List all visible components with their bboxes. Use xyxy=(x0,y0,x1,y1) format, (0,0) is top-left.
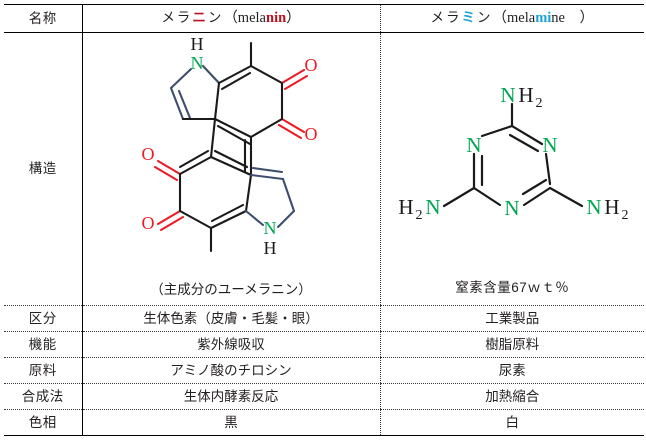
oxygen-label-mid-left: O xyxy=(142,144,155,164)
table-row: 合成法 生体内酵素反応 加熱縮合 xyxy=(4,383,644,410)
melanin-jp-pre: メラ xyxy=(161,10,193,26)
structure-cell-melanin: N H N H O O O O （ xyxy=(81,32,380,306)
hydrogen-label-top: H xyxy=(191,34,204,54)
amine-nitrogen-right: N xyxy=(587,195,602,219)
amine-hydrogen-right: H xyxy=(605,195,620,219)
eumelanin-structure-diagram: N H N H O O O O xyxy=(83,33,380,283)
ring-nitrogen-bottom: N xyxy=(505,196,520,220)
cell-melanin-synthesis: 生体内酵素反応 xyxy=(81,383,380,410)
ring-nitrogen-right: N xyxy=(543,133,558,157)
structure-cell-melamine: N N N N H 2 N H xyxy=(379,32,645,306)
amine-nitrogen-left: N xyxy=(426,195,441,219)
melamine-svg: N N N N H 2 N H xyxy=(399,88,629,223)
cell-melanin-color: 黒 xyxy=(81,409,380,436)
table-row: 色相 黒 白 xyxy=(4,409,644,436)
melamine-en-post: ne ） xyxy=(551,10,594,27)
cell-melanin-function: 紫外線吸収 xyxy=(81,331,380,358)
melanin-en-emphasis: nin xyxy=(266,10,287,27)
cell-melamine-function: 樹脂原料 xyxy=(379,331,644,358)
amine-hydrogen-top: H xyxy=(519,88,534,107)
amine-nitrogen-top: N xyxy=(501,88,516,107)
melanin-melamine-comparison-table: 名称 メラニン（melanin） メラミン（melamine ） 構造 xyxy=(4,4,644,436)
melanin-en-post: ） xyxy=(286,10,301,27)
row-label-color: 色相 xyxy=(4,409,82,436)
melamine-jp-emphasis: ミ xyxy=(461,10,477,26)
melamine-en-emphasis: mi xyxy=(535,10,552,27)
melanin-en-pre: （mela xyxy=(223,10,266,27)
row-label-function: 機能 xyxy=(4,331,82,358)
table-row: 区分 生体色素（皮膚・毛髪・眼） 工業製品 xyxy=(4,305,644,332)
melamine-jp-post: ン xyxy=(477,10,493,26)
cell-melamine-category: 工業製品 xyxy=(379,305,644,332)
table-row: 原料 アミノ酸のチロシン 尿素 xyxy=(4,357,644,384)
nitrogen-label-top: N xyxy=(191,53,204,73)
cell-melamine-material: 尿素 xyxy=(379,357,644,384)
structure-row: 構造 xyxy=(4,32,645,306)
row-label-synthesis: 合成法 xyxy=(4,383,82,410)
row-label-structure: 構造 xyxy=(4,32,82,306)
nitrogen-label-bottom: N xyxy=(264,218,277,238)
melamine-en-pre: （mela xyxy=(492,10,536,27)
amine-subscript-right: 2 xyxy=(622,208,629,223)
table-row: 機能 紫外線吸収 樹脂原料 xyxy=(4,331,644,358)
amine-hydrogen-left: H xyxy=(399,195,414,219)
eumelanin-svg: N H N H O O O O xyxy=(142,34,318,258)
cell-melanin-category: 生体色素（皮膚・毛髪・眼） xyxy=(81,305,380,332)
melamine-structure-caption: 窒素含量67ｗｔ％ xyxy=(455,280,570,296)
row-label-category: 区分 xyxy=(4,305,82,332)
melamine-structure-diagram: N N N N H 2 N H xyxy=(381,88,645,260)
oxygen-label-top-right: O xyxy=(305,55,318,75)
amine-subscript-top: 2 xyxy=(536,96,543,111)
melanin-jp-emphasis: ニ xyxy=(192,10,208,26)
row-label-material: 原料 xyxy=(4,357,82,384)
header-cell-name: 名称 xyxy=(4,4,82,33)
oxygen-label-mid-right: O xyxy=(305,124,318,144)
header-cell-melanin: メラニン（melanin） xyxy=(81,4,380,33)
table-header-row: 名称 メラニン（melanin） メラミン（melamine ） xyxy=(4,4,644,33)
cell-melamine-synthesis: 加熱縮合 xyxy=(379,383,644,410)
melamine-jp-pre: メラ xyxy=(430,10,462,26)
comparison-sheet: 名称 メラニン（melanin） メラミン（melamine ） 構造 xyxy=(0,4,646,443)
hydrogen-label-bottom: H xyxy=(264,238,277,258)
melanin-structure-caption: （主成分のユーメラニン） xyxy=(150,282,312,298)
cell-melamine-color: 白 xyxy=(379,409,644,436)
cell-melanin-material: アミノ酸のチロシン xyxy=(81,357,380,384)
header-cell-melamine: メラミン（melamine ） xyxy=(379,4,644,33)
oxygen-label-bottom-left: O xyxy=(142,213,155,233)
amine-subscript-left: 2 xyxy=(416,208,423,223)
ring-nitrogen-left: N xyxy=(467,133,482,157)
melanin-jp-post: ン xyxy=(207,10,224,26)
